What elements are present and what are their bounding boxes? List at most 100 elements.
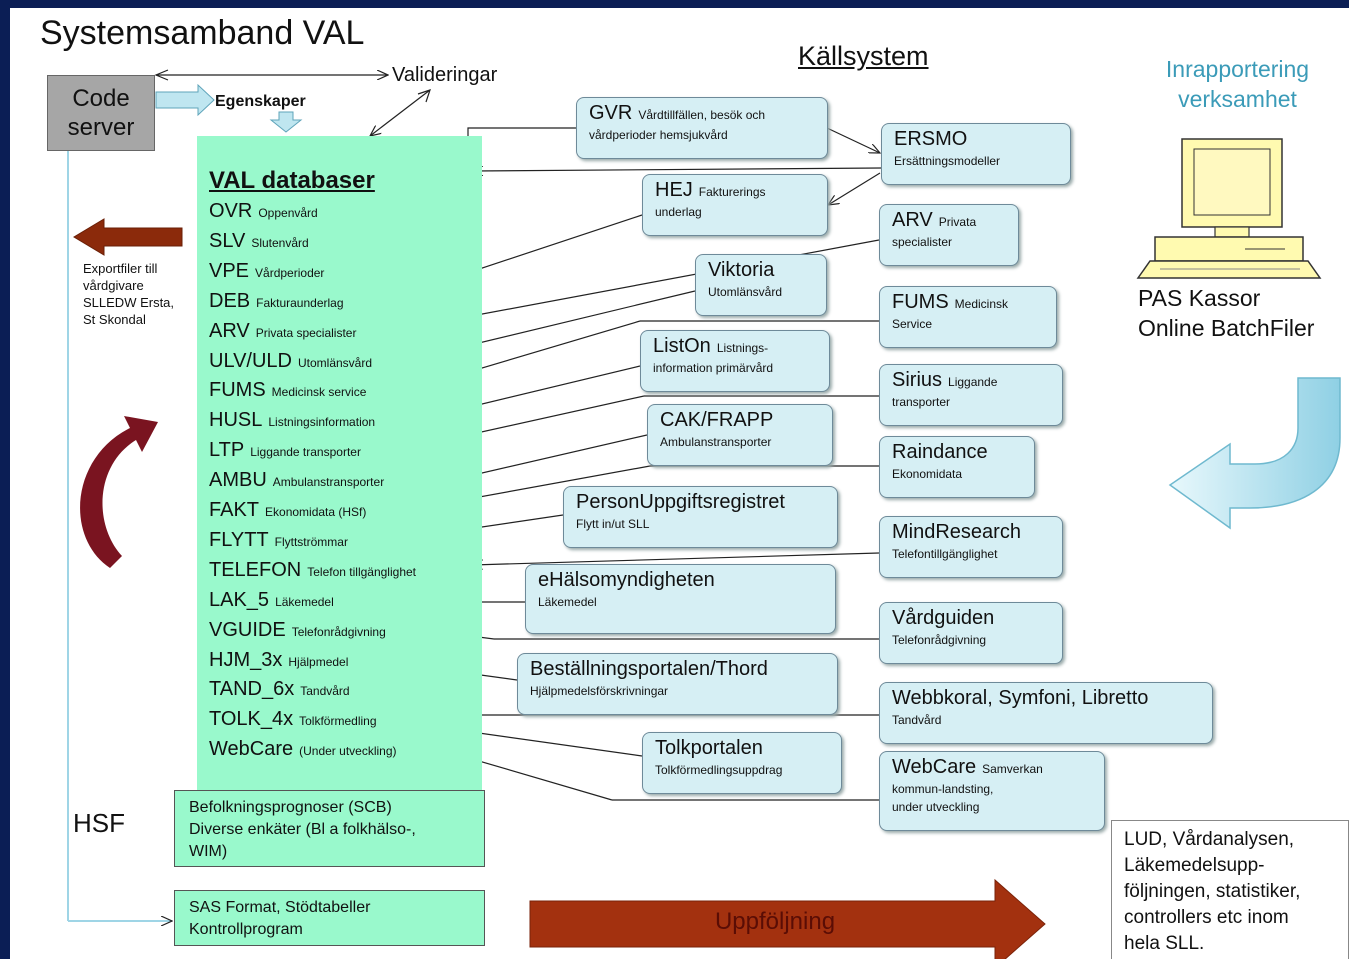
feedback-curve-arrow [80,416,158,568]
db-item-code: VPE [209,259,250,282]
db-item-desc: Slutenvård [251,235,309,250]
source-system-desc: Tandvård [892,713,942,727]
db-item: FAKT Ekonomidata (HSf) [209,499,366,522]
db-item-code: FLYTT [209,528,269,551]
db-item-desc: Telefon tillgänglighet [307,564,416,579]
db-item-code: DEB [209,289,251,312]
befolkning-box: Befolkningsprognoser (SCB)Diverse enkäte… [174,790,485,867]
db-item-code: FAKT [209,499,260,521]
val-database-panel [197,136,482,790]
source-system-desc: kommun-landsting, [892,782,994,796]
db-item-desc: Oppenvård [258,206,318,220]
inrapportering-arrow [1168,377,1341,530]
slide: Systemsamband VAL Källsystem Inrapporter… [10,8,1349,959]
source-system-name: Vårdguiden [892,607,995,629]
db-item-code: LTP [209,439,245,462]
db-item-code: TAND_6x [209,678,295,701]
db-item-desc: Hjälpmedel [288,654,349,669]
egenskaper-arrow [155,83,215,117]
source-system-desc: specialister [892,235,953,249]
source-system-name: CAK/FRAPP [660,409,774,431]
db-item-desc: Fakturaunderlag [256,295,344,310]
source-system-name: WebCare [892,756,977,778]
egenskaper-down-arrow [269,111,303,133]
db-item-code: OVR [209,200,253,222]
source-system-desc: Ambulanstransporter [660,435,772,449]
source-system-name: MindResearch [892,521,1021,543]
source-system-desc: Fakturerings [698,185,766,199]
source-system-desc: Medicinsk [954,297,1009,311]
db-item-code: TELEFON [209,558,302,581]
db-item-desc: Listningsinformation [268,415,376,430]
db-item-desc: Flyttströmmar [274,534,348,549]
db-item-desc: Ekonomidata (HSf) [265,505,367,519]
db-item: FLYTT Flyttströmmar [209,529,348,552]
kallsystem-heading: Källsystem [798,41,929,71]
db-item: HJM_3x Hjälpmedel [209,649,348,672]
db-item-code: HJM_3x [209,648,283,671]
source-system-name: Viktoria [708,259,775,281]
db-item-code: WebCare [209,738,294,761]
db-item-code: ULV/ULD [209,349,292,372]
source-system-desc: under utveckling [892,800,980,814]
source-system-name: Raindance [892,441,988,463]
db-item-code: SLV [209,229,246,252]
db-item-code: HUSL [209,409,263,432]
source-system-desc: Listnings- [716,341,769,355]
page-title: Systemsamband VAL [40,14,365,52]
db-item: WebCare (Under utveckling) [209,738,397,761]
source-system-name: GVR [589,102,633,124]
db-item-code: LAK_5 [209,588,270,611]
db-item-desc: Läkemedel [275,594,334,609]
source-system-name: PersonUppgiftsregistret [576,491,785,513]
source-system-name: FUMS [892,291,949,313]
source-system-desc: Telefonrådgivning [892,633,987,647]
db-item-desc: Privata specialister [255,325,357,340]
db-item: SLV Slutenvård [209,230,309,253]
val-database-title: VAL databaser [209,167,375,194]
source-system-desc: information primärvård [653,361,774,375]
source-system-desc: Utomlänsvård [708,285,783,299]
lud-box: LUD, Vårdanalysen,Läkemedelsupp-följning… [1111,820,1349,959]
db-item-desc: (Under utveckling) [299,744,397,759]
source-system-desc: Ersättningsmodeller [894,154,1001,168]
source-system-name: Sirius [892,369,943,391]
source-system-name: Webbkoral, Symfoni, Libretto [892,687,1149,709]
db-item-desc: Tolkförmedling [299,714,377,729]
hsf-label: HSF [73,808,125,838]
source-system-desc: Liggande [948,375,998,389]
db-item: HUSL Listningsinformation [209,409,375,432]
connector-layer [67,69,1341,959]
source-system-desc: vårdperioder hemsjukvård [589,128,728,142]
db-item-desc: Utomlänsvård [298,355,373,370]
source-system-name: ARV [892,209,933,231]
source-system-name: HEJ [655,179,693,201]
uppfoljning-label: Uppföljning [714,908,836,935]
db-item-code: TOLK_4x [209,708,294,731]
db-item: DEB Fakturaunderlag [209,290,344,313]
valideringar-label: Valideringar [392,64,498,86]
db-item-code: AMBU [209,469,267,492]
source-system-desc: Hjälpmedelsförskrivningar [530,684,669,698]
db-item-code: FUMS [209,379,266,402]
